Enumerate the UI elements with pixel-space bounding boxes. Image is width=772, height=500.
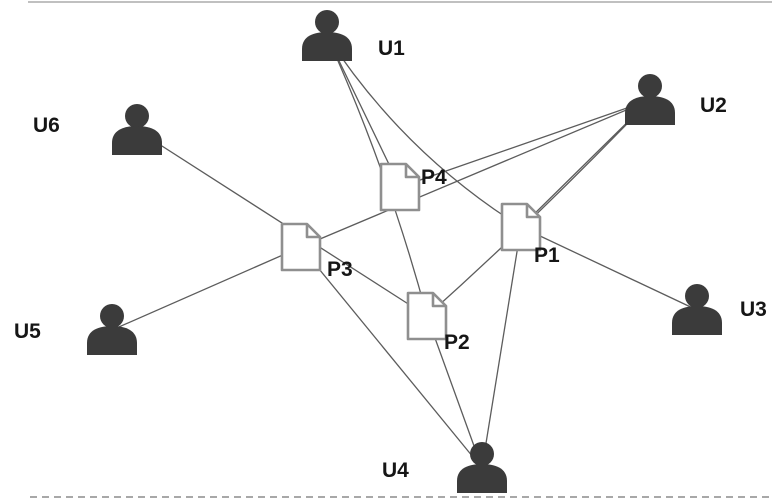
- node-P3: [280, 222, 322, 272]
- edge-U2-P3: [300, 99, 651, 248]
- person-icon: [470, 442, 494, 466]
- node-label-P1: P1: [534, 244, 560, 267]
- document-fold-icon: [305, 224, 320, 239]
- person-body-icon: [112, 126, 162, 155]
- node-label-P4: P4: [421, 166, 447, 189]
- person-body-icon: [672, 306, 722, 335]
- node-label-P3: P3: [327, 258, 353, 281]
- node-P2: [406, 291, 448, 341]
- person-icon: [315, 10, 339, 34]
- node-label-U5: U5: [14, 320, 41, 343]
- document-icon: [406, 291, 448, 341]
- node-U5: [87, 304, 137, 355]
- node-U1: [302, 10, 352, 61]
- node-U6: [112, 104, 162, 155]
- node-P4: [379, 162, 421, 212]
- document-icon: [379, 162, 421, 212]
- edge-U1-P4: [326, 35, 401, 188]
- node-label-U3: U3: [740, 298, 767, 321]
- document-fold-icon: [404, 164, 419, 179]
- node-label-U4: U4: [382, 459, 409, 482]
- person-body-icon: [457, 464, 507, 493]
- document-icon: [280, 222, 322, 272]
- node-U2: [625, 74, 675, 125]
- person-icon: [638, 74, 662, 98]
- person-icon: [125, 104, 149, 128]
- node-label-U6: U6: [33, 114, 60, 137]
- person-body-icon: [87, 326, 137, 355]
- edge-U1-P1: [326, 35, 522, 228]
- node-label-U1: U1: [378, 37, 405, 60]
- edge-U4-P1: [481, 226, 522, 469]
- person-icon: [685, 284, 709, 308]
- node-label-U2: U2: [700, 94, 727, 117]
- document-fold-icon: [525, 204, 540, 219]
- edge-U3-P1: [520, 226, 698, 311]
- node-U4: [457, 442, 507, 493]
- node-P1: [500, 202, 542, 252]
- node-U3: [672, 284, 722, 335]
- person-body-icon: [625, 96, 675, 125]
- edge-U2-P4: [399, 99, 651, 188]
- edge-U4-P3: [300, 246, 483, 469]
- document-icon: [500, 202, 542, 252]
- node-label-P2: P2: [444, 331, 470, 354]
- person-body-icon: [302, 32, 352, 61]
- edge-U4-P2: [426, 315, 483, 469]
- edge-U5-P3: [111, 246, 302, 331]
- document-fold-icon: [431, 293, 446, 308]
- person-icon: [100, 304, 124, 328]
- edge-U2-P2: [426, 99, 651, 317]
